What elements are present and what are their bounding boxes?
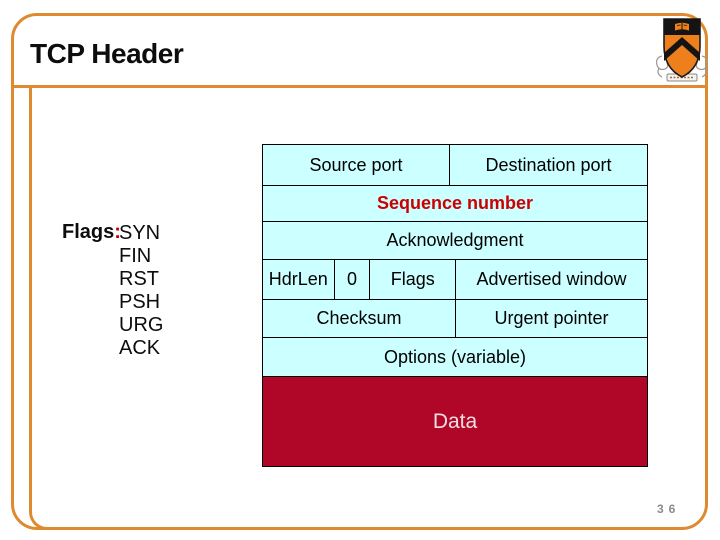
flag-item-psh: PSH — [119, 291, 161, 313]
table-row: Checksum Urgent pointer — [262, 299, 648, 338]
checksum-cell: Checksum — [262, 299, 456, 338]
page-number: 36 — [657, 502, 681, 516]
princeton-crest-icon — [655, 18, 709, 82]
flags-legend-word: Flags — [62, 221, 115, 243]
acknowledgment-cell: Acknowledgment — [262, 221, 648, 260]
table-row: HdrLen 0 Flags Advertised window — [262, 259, 648, 300]
data-payload-field: Data — [262, 376, 648, 467]
slide-frame — [11, 13, 708, 530]
title-separator-line — [11, 85, 708, 88]
page-title: TCP Header — [30, 38, 184, 69]
options-cell: Options (variable) — [262, 337, 648, 377]
reserved-zero-cell: 0 — [333, 259, 371, 300]
destination-port-cell: Destination port — [449, 144, 648, 186]
content-frame-border — [29, 88, 63, 530]
table-row: Sequence number — [262, 185, 648, 222]
table-row: Source port Destination port — [262, 144, 648, 186]
sequence-number-cell: Sequence number — [262, 185, 648, 222]
flags-legend-colon: : — [114, 221, 121, 243]
table-row: Options (variable) — [262, 337, 648, 377]
urgent-pointer-cell: Urgent pointer — [455, 299, 648, 338]
flags-legend-list: SYN FIN RST PSH URG ACK — [119, 222, 163, 360]
hdrlen-cell: HdrLen — [262, 259, 335, 300]
flag-item-rst: RST — [119, 268, 159, 290]
flag-item-ack: ACK — [119, 337, 161, 359]
flag-item-fin: FIN — [119, 245, 152, 267]
flag-item-syn: SYN — [119, 222, 161, 244]
source-port-cell: Source port — [262, 144, 450, 186]
flags-cell: Flags — [369, 259, 456, 300]
flag-item-urg: URG — [119, 314, 164, 336]
advertised-window-cell: Advertised window — [455, 259, 648, 300]
tcp-header-table: Source port Destination port Sequence nu… — [262, 144, 648, 377]
flags-legend-label: Flags: — [62, 221, 121, 244]
table-row: Acknowledgment — [262, 221, 648, 260]
